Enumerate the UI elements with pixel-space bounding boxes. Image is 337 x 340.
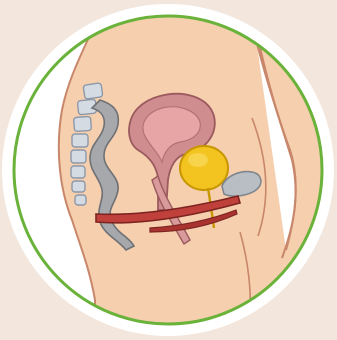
bladder xyxy=(180,146,228,190)
anatomy-group xyxy=(59,10,337,340)
vertebra xyxy=(72,181,85,192)
vertebra xyxy=(72,134,88,147)
vertebra xyxy=(83,83,103,99)
vertebra xyxy=(71,150,86,163)
vertebra xyxy=(75,195,86,205)
vertebra xyxy=(71,166,85,178)
vertebra xyxy=(74,116,92,131)
bladder-highlight xyxy=(188,153,208,167)
